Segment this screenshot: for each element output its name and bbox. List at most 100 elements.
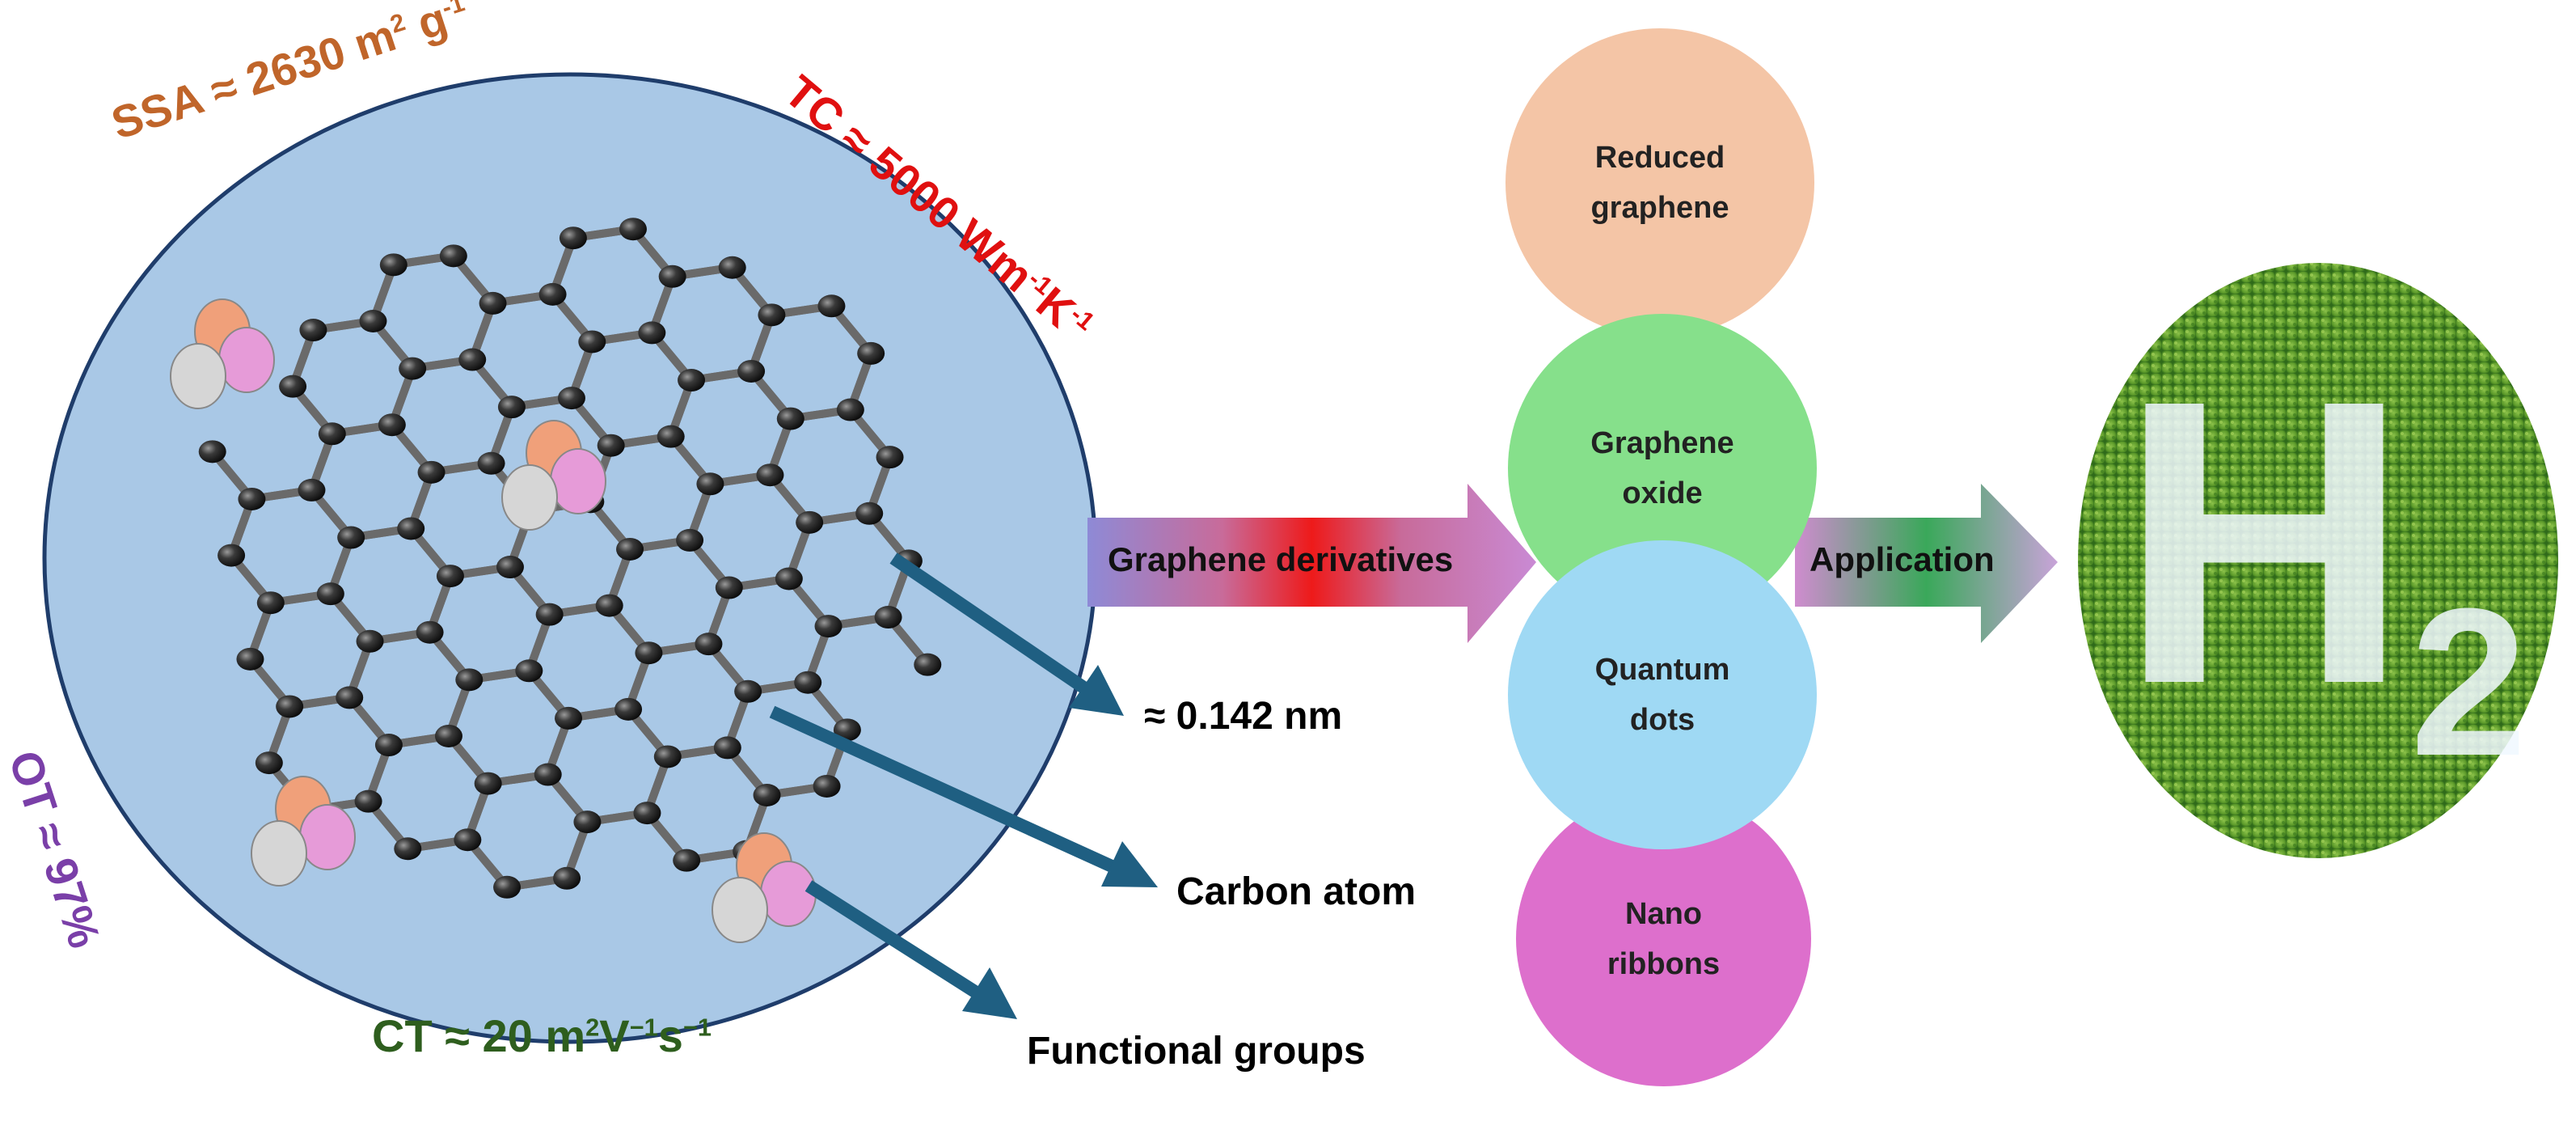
carbon-atom [653, 745, 682, 768]
carbon-atom [397, 517, 425, 540]
carbon-atom [236, 647, 264, 671]
quantum-dots-circle: Quantum dots [1508, 540, 1817, 849]
carbon-atom [455, 668, 484, 692]
carbon-atom [474, 772, 502, 795]
carbon-atom [238, 487, 266, 510]
application-label: Application [1810, 540, 1995, 578]
graphene-oxide-line2: oxide [1622, 476, 1703, 510]
quantum-dots-line2: dots [1629, 703, 1696, 737]
carbon-atom [557, 387, 585, 410]
carbon-atom [756, 463, 784, 487]
carbon-atom [833, 718, 861, 742]
carbon-atom [378, 413, 406, 437]
carbon-atom [279, 375, 307, 398]
carbon-atom [538, 282, 567, 306]
carbon-atom [635, 641, 663, 665]
carbon-atom-arrowhead [1101, 841, 1158, 887]
functional-group [170, 298, 275, 409]
carbon-atom [734, 679, 762, 703]
carbon-atom [534, 763, 562, 786]
carbon-atom [753, 784, 781, 807]
functional-group-circle [170, 343, 226, 409]
functional-groups-arrowhead [962, 967, 1017, 1019]
carbon-atom [737, 359, 766, 383]
carbon-atom [336, 686, 364, 709]
carbon-atom [399, 357, 427, 380]
carbon-atom [354, 789, 382, 813]
carbon-atom [758, 303, 786, 327]
application-arrow [1795, 484, 2058, 643]
carbon-atom [497, 396, 526, 419]
carbon-atom [318, 422, 346, 446]
graphene-derivatives-label: Graphene derivatives [1108, 540, 1454, 578]
carbon-atom [678, 369, 706, 392]
carbon-atom [695, 633, 723, 656]
carbon-atom [794, 671, 822, 694]
functional-group [251, 776, 356, 887]
carbon-atom [436, 565, 464, 588]
carbon-atom [578, 330, 606, 353]
carbon-atom [776, 407, 804, 430]
nano-ribbons-line1: Nano [1625, 896, 1702, 931]
carbon-atom [276, 695, 304, 718]
carbon-atom [356, 629, 384, 653]
bond-length-arrow [889, 552, 1100, 701]
carbon-atom [813, 774, 841, 798]
carbon-atom [299, 319, 327, 342]
carbon-atom [713, 736, 741, 760]
functional-groups-arrow [804, 880, 990, 1005]
graphene-oxide-line1: Graphene [1590, 426, 1734, 460]
carbon-atom [198, 440, 226, 463]
functional-group-circle [550, 448, 606, 514]
hydrogen-subscript: 2 [2410, 565, 2527, 800]
carbon-atom [493, 875, 522, 899]
functional-group-circle [251, 820, 307, 887]
carbon-atom [479, 291, 507, 315]
carbon-atom [458, 348, 487, 371]
quantum-dots-line1: Quantum [1594, 653, 1730, 687]
carbon-atom [658, 265, 686, 288]
carbon-atom [857, 341, 885, 365]
carbon-atom [217, 544, 246, 567]
carbon-atom [718, 256, 746, 279]
carbon-atom [439, 244, 467, 268]
carbon-atom [796, 510, 824, 534]
hydrogen-symbol: H2 [2118, 340, 2527, 801]
carbon-atom [616, 537, 644, 561]
carbon-atom [374, 734, 403, 757]
carbon-atom [614, 697, 643, 721]
carbon-atom [657, 425, 685, 448]
reduced-graphene-line1: Reduced [1594, 141, 1725, 175]
ct-text: CT ≈ 20 m [372, 1010, 586, 1061]
carbon-atom [416, 620, 444, 644]
carbon-atom [638, 321, 666, 345]
carbon-atom [394, 837, 422, 861]
carbon-atom [696, 472, 724, 496]
functional-group [501, 420, 606, 531]
functional-group [712, 832, 817, 943]
carbon-atom [874, 606, 902, 629]
callout-arrows [769, 552, 1158, 1019]
carbon-atom [496, 556, 524, 579]
ct-label: CT ≈ 20 m2V−1s−1 [372, 1010, 712, 1061]
carbon-atom [619, 218, 647, 241]
nano-ribbons-line2: ribbons [1607, 946, 1721, 981]
carbon-atom [673, 849, 701, 872]
graphene-derivatives-arrow [1087, 484, 1536, 643]
bond-length-arrowhead [1069, 665, 1124, 716]
carbon-atom [535, 603, 564, 626]
carbon-atom [855, 502, 884, 525]
carbon-atom [597, 434, 625, 457]
carbon-atom-arrow [769, 705, 1131, 880]
bond-length-label: ≈ 0.142 nm [1144, 695, 1343, 738]
carbon-atom [298, 478, 326, 502]
carbon-atom [454, 828, 482, 852]
hydrogen-grass-oval [2078, 263, 2558, 858]
carbon-atom [434, 724, 462, 747]
carbon-atom [817, 294, 846, 318]
carbon-atom [775, 567, 803, 590]
carbon-atom [715, 576, 743, 599]
reduced-graphene-line2: graphene [1590, 191, 1729, 225]
